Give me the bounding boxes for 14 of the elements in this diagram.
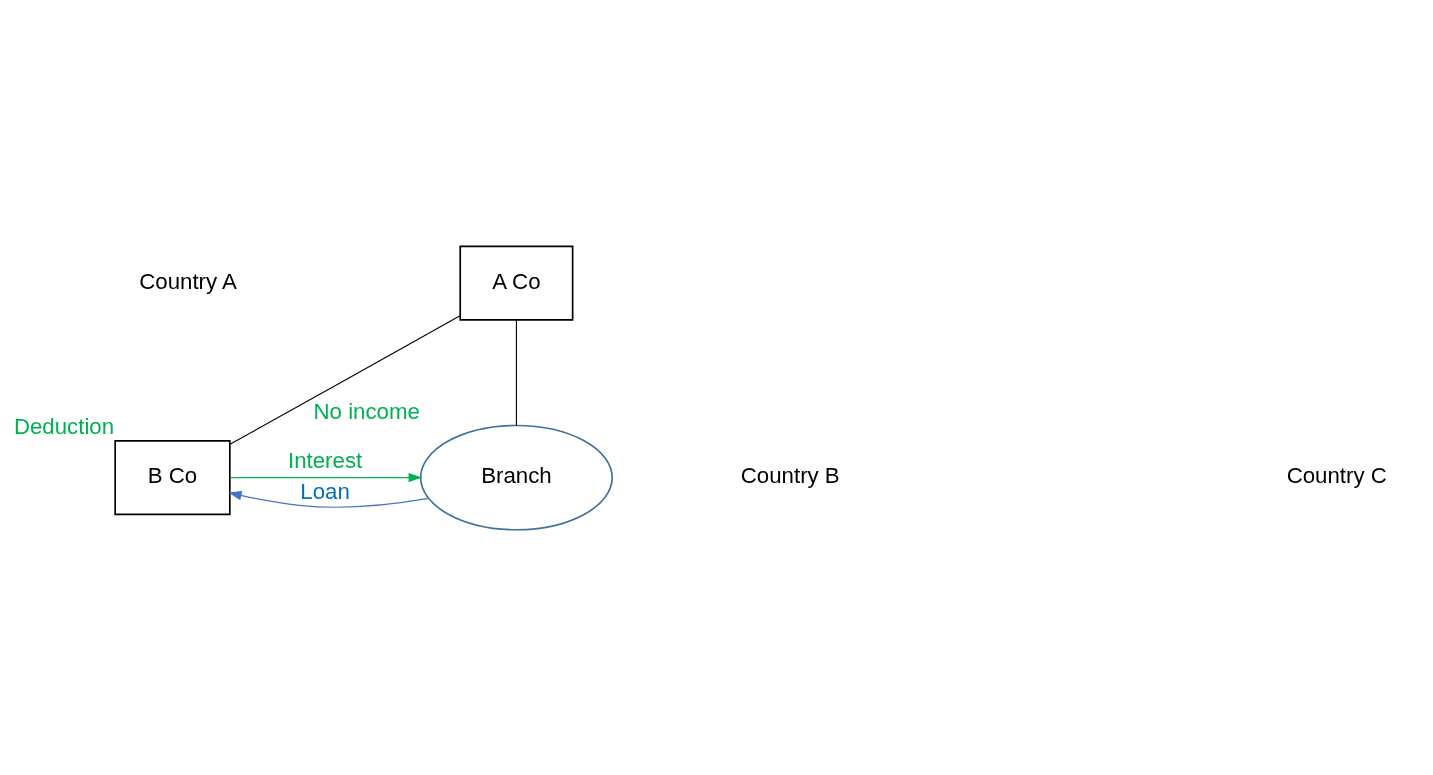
- node-label: No income: [313, 398, 420, 424]
- arrow: [228, 490, 429, 508]
- node-box: A Co: [459, 245, 574, 321]
- label: Country C: [1286, 462, 1387, 488]
- label: Country A: [139, 268, 237, 294]
- arrow: [229, 472, 422, 482]
- node-ellipse: Branch: [419, 424, 613, 531]
- connector: [229, 314, 461, 445]
- node-label: Deduction: [13, 413, 115, 439]
- connector: [515, 318, 517, 426]
- node-box: B Co: [114, 439, 231, 515]
- edge-label: Loan: [300, 478, 350, 504]
- label: Country B: [740, 462, 840, 488]
- edge-label: Interest: [288, 447, 363, 473]
